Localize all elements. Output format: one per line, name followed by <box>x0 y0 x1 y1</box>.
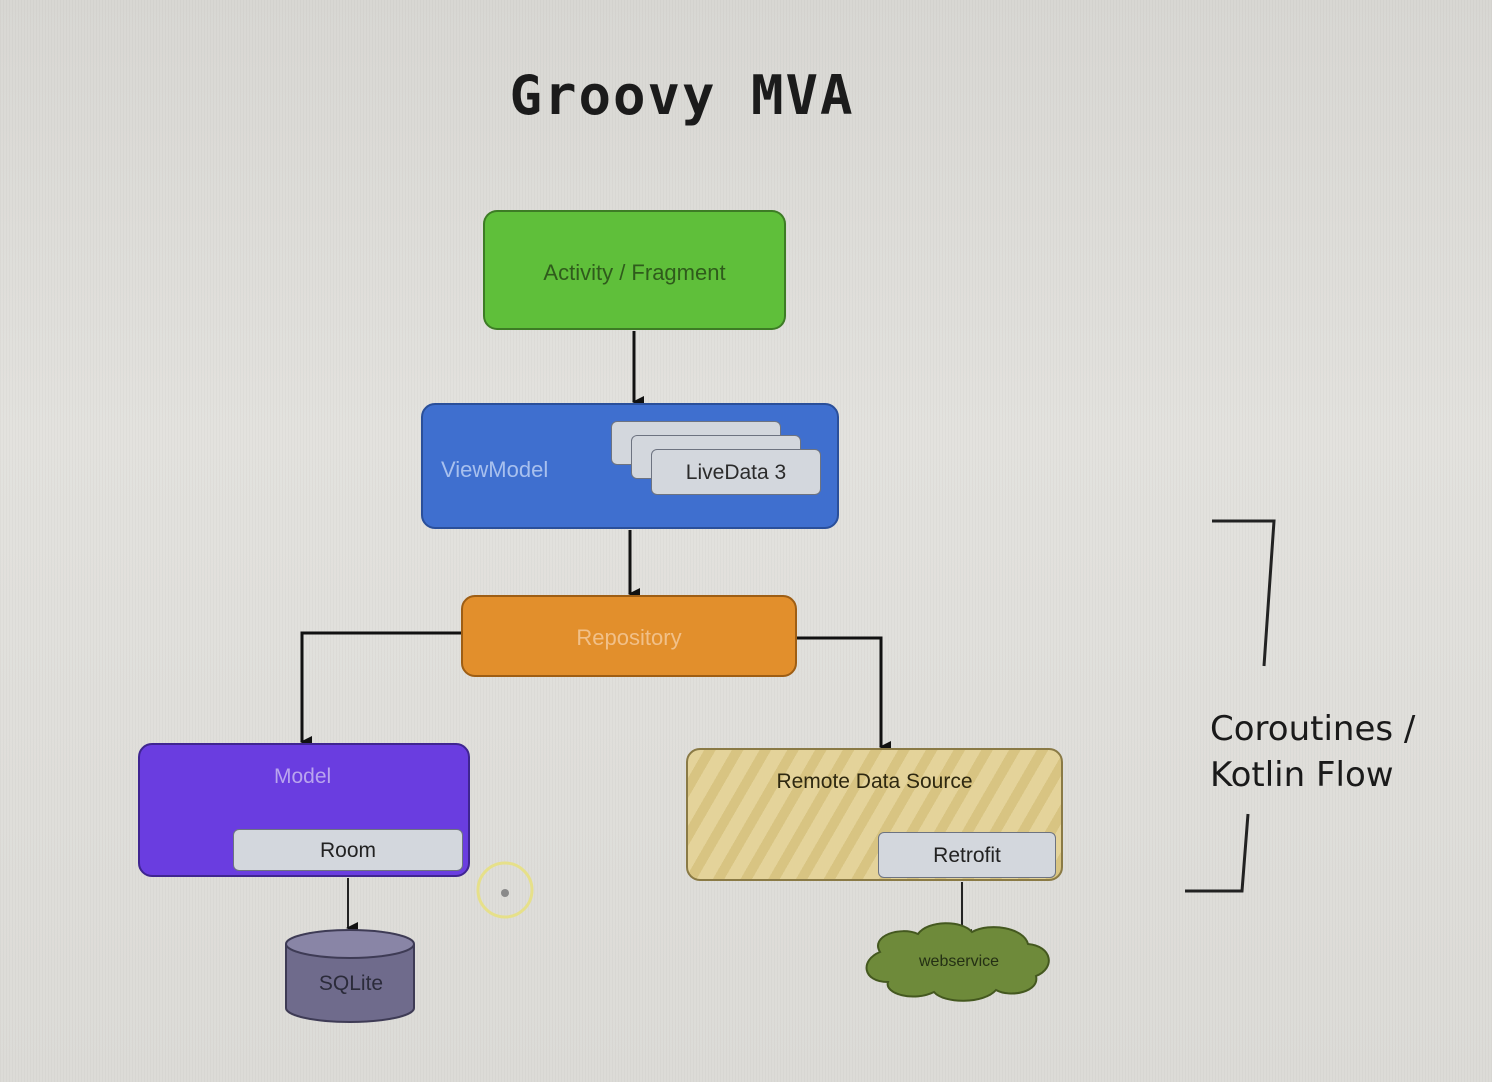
bracket-label-line2: Kotlin Flow <box>1210 755 1394 795</box>
room-card: Room <box>233 829 463 871</box>
coroutines-kotlin-flow-label: Coroutines / Kotlin Flow <box>1210 706 1460 798</box>
livedata-label: LiveData 3 <box>685 461 787 484</box>
model-label: Model <box>274 765 332 788</box>
sqlite-cylinder <box>285 929 415 1023</box>
retrofit-label: Retrofit <box>933 844 1001 867</box>
remote-data-source-box: Remote Data Source Retrofit <box>686 748 1063 881</box>
remote-data-source-label: Remote Data Source <box>776 770 973 793</box>
sqlite-label: SQLite <box>318 972 384 995</box>
bracket-top <box>1212 519 1276 667</box>
retrofit-card: Retrofit <box>878 832 1056 878</box>
arrow-repository-to-remote <box>797 636 891 753</box>
activity-fragment-label: Activity / Fragment <box>543 260 726 285</box>
cursor-dot <box>501 889 509 897</box>
arrow-repository-to-model <box>300 631 461 748</box>
room-label: Room <box>319 839 377 862</box>
bracket-label-line1: Coroutines / <box>1210 709 1416 749</box>
webservice-cloud <box>865 922 1050 1002</box>
bracket-bottom <box>1185 813 1250 893</box>
viewmodel-label: ViewModel <box>441 457 549 482</box>
model-box: Model Room <box>138 743 470 877</box>
repository-label: Repository <box>576 625 682 650</box>
cursor-highlight <box>476 861 534 919</box>
webservice-label: webservice <box>918 953 1000 970</box>
repository-box: Repository <box>461 595 797 677</box>
livedata-card: LiveData 3 <box>651 449 821 495</box>
viewmodel-box: ViewModel LiveData 3 <box>421 403 839 529</box>
diagram-title: Groovy MVA <box>509 64 855 127</box>
activity-fragment-box: Activity / Fragment <box>483 210 786 330</box>
